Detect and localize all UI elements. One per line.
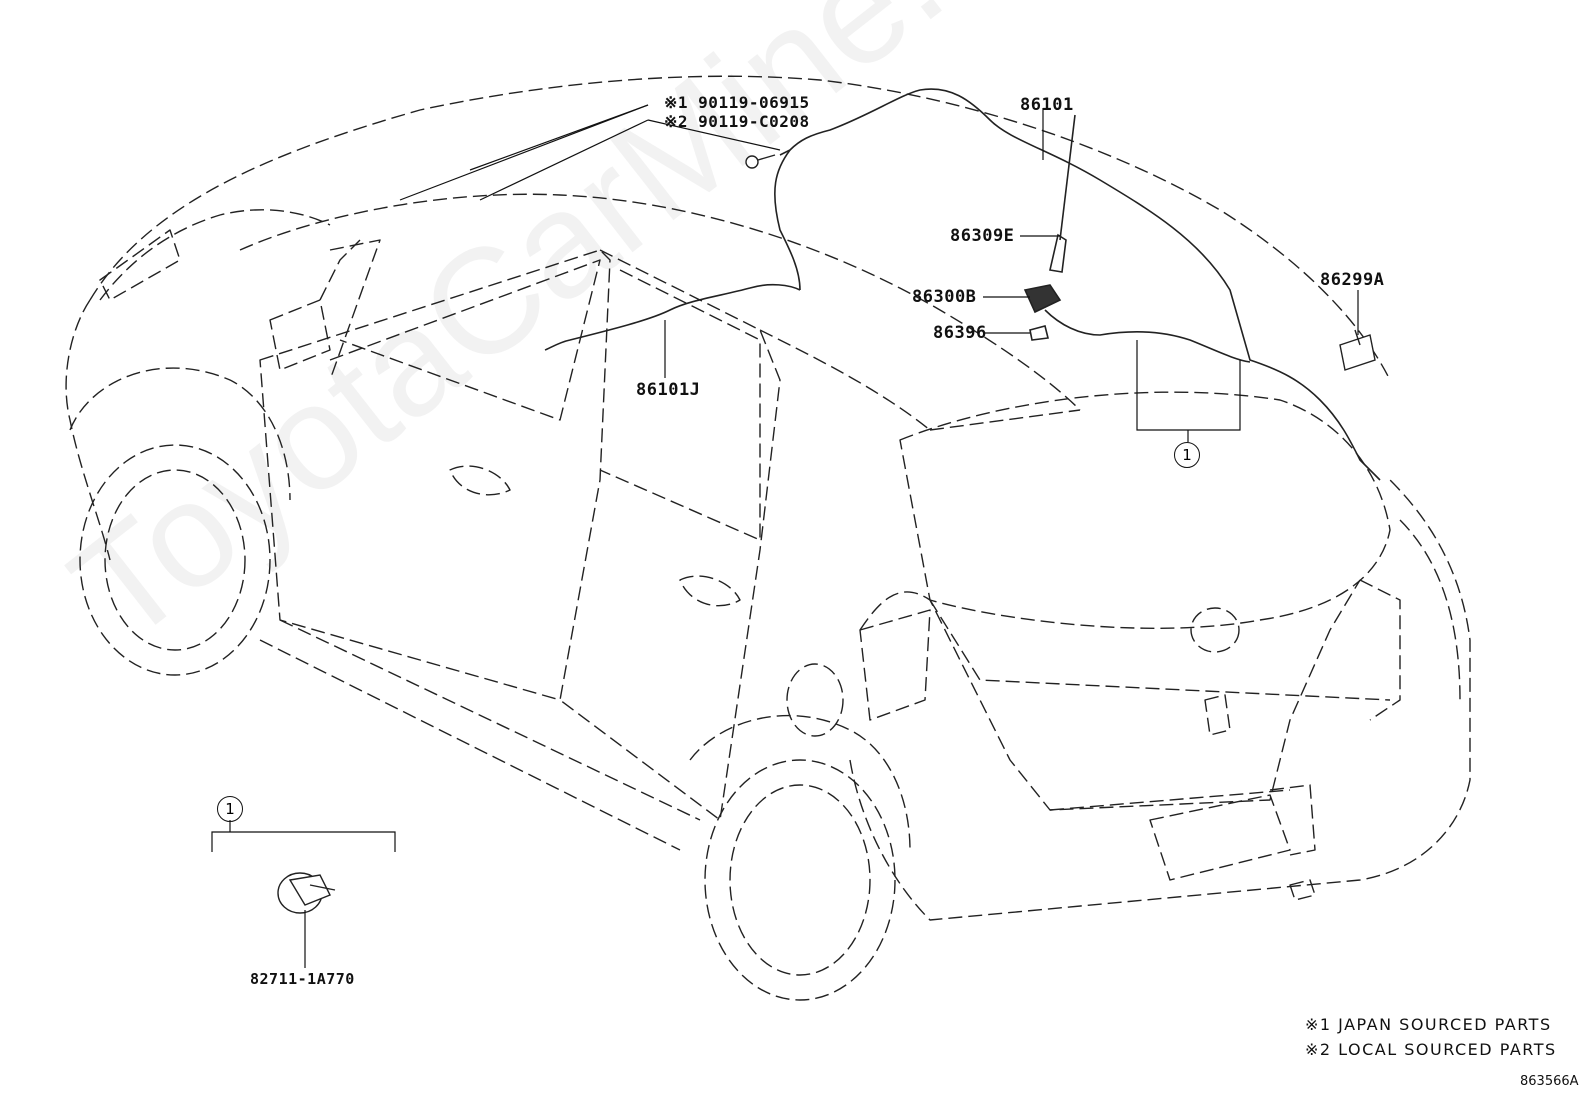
diagram-code: 863566A xyxy=(1520,1074,1579,1089)
note-japan-sourced: ※1 JAPAN SOURCED PARTS xyxy=(1305,1015,1552,1034)
part-86309e-label: 86309E xyxy=(950,226,1015,246)
bolt-local-label: ※2 90119-C0208 xyxy=(664,112,810,131)
part-86299a-label: 86299A xyxy=(1320,270,1385,290)
bolt-japan-label: ※1 90119-06915 xyxy=(664,93,810,112)
group-marker-1: 1 xyxy=(1174,442,1200,468)
part-82711-label: 82711-1A770 xyxy=(250,970,355,988)
group-marker-1-legend: 1 xyxy=(217,796,243,822)
note-local-sourced: ※2 LOCAL SOURCED PARTS xyxy=(1305,1040,1557,1059)
part-86101-label: 86101 xyxy=(1020,95,1074,115)
part-86396-label: 86396 xyxy=(933,323,987,343)
part-86300b-label: 86300B xyxy=(912,287,977,307)
part-86101j-label: 86101J xyxy=(636,380,701,400)
